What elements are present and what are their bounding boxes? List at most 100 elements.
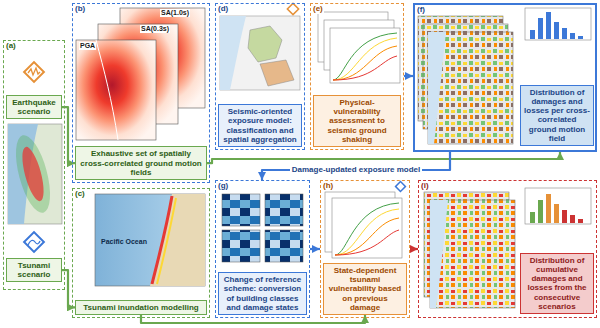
flow-arrow — [404, 75, 413, 77]
panel-frame: (a) Earthquake scenarioTsunami scenario — [3, 40, 65, 290]
panel-letter: (h) — [322, 182, 334, 191]
box-text: Earthquake scenario — [10, 98, 58, 116]
panel-letter: (d) — [217, 5, 229, 14]
box-text: Tsunami scenario — [10, 261, 58, 279]
panel-letter: (e) — [312, 5, 324, 14]
illustration-part — [24, 232, 44, 252]
illustration-part — [530, 30, 535, 39]
flow-arrow — [62, 107, 75, 163]
flow-arrow — [141, 315, 365, 323]
illustration-part — [330, 28, 400, 83]
panel-frame: (f) Distribution of damages and losses pe… — [413, 3, 597, 152]
panel-frame: (c) Tsunami inundation modelling — [72, 188, 210, 318]
process-box: Earthquake scenario — [6, 95, 62, 119]
illustration-part — [428, 32, 513, 144]
process-box: State-dependent tsunami vulnerability ba… — [323, 263, 407, 315]
illustration-part — [546, 194, 551, 223]
cumulative-damage-maps — [424, 192, 515, 308]
panel-letter: (i) — [420, 182, 430, 191]
illustration-part — [335, 209, 399, 255]
illustration-part — [430, 200, 515, 308]
illustration-part — [28, 68, 40, 75]
illustration-part — [525, 8, 591, 40]
illustration-part — [335, 230, 399, 255]
box-text: Physical-vulnerability assessment to sei… — [317, 98, 397, 144]
edge-label: Damage-updated exposure model — [290, 165, 422, 174]
process-box: Distribution of damages and losses per c… — [520, 85, 594, 146]
ground-motion-maps — [76, 8, 205, 140]
illustration-part — [150, 194, 205, 286]
panel-frame: (i) Distribution of cumulative damages an… — [418, 180, 597, 318]
illustration-part — [538, 200, 543, 223]
illustration-part — [265, 194, 303, 226]
illustration-part — [96, 40, 118, 140]
flow-arrow — [410, 248, 418, 250]
process-box: Tsunami scenario — [6, 258, 62, 282]
illustration-part — [396, 182, 406, 192]
tsunami-icon — [24, 232, 44, 252]
process-box: Seismic-oriented exposure model: classif… — [218, 104, 302, 147]
flow-arrow — [262, 152, 450, 180]
illustration-part — [554, 204, 559, 223]
illustration-part — [335, 203, 399, 255]
illustration-part — [260, 60, 294, 86]
illustration-part — [333, 33, 397, 80]
illustration-part — [332, 198, 402, 258]
illustration-part — [333, 56, 397, 80]
map-title: PGA — [79, 42, 96, 50]
illustration-part — [570, 33, 575, 39]
illustration-part — [530, 212, 535, 223]
illustration-part — [578, 36, 583, 39]
box-text: Distribution of cumulative damages and l… — [524, 256, 590, 311]
illustration-part — [570, 215, 575, 223]
illustration-part — [430, 200, 448, 308]
process-box: Change of reference scheme: conversion o… — [218, 272, 307, 315]
illustration-part — [95, 194, 205, 286]
box-text: Change of reference scheme: conversion o… — [222, 275, 303, 312]
illustration-part — [578, 219, 583, 223]
panel-frame: (g) Change of reference scheme: conversio… — [215, 180, 310, 318]
map-title: SA(0.3s) — [140, 25, 170, 33]
panel-frame: (d) Seismic-oriented exposure model: clas… — [215, 3, 305, 150]
inundation-map — [95, 194, 205, 286]
panel-letter: (a) — [5, 42, 17, 51]
illustration-part — [18, 145, 48, 203]
illustration-part — [546, 12, 551, 39]
process-box: Tsunami inundation modelling — [75, 300, 207, 315]
box-text: Seismic-oriented exposure model: classif… — [222, 107, 298, 144]
panel-letter: (f) — [416, 6, 426, 15]
illustration-part — [333, 38, 397, 80]
illustration-part — [265, 230, 303, 262]
process-box: Exhaustive set of spatially cross-correl… — [75, 146, 207, 180]
illustration-part — [152, 196, 172, 284]
illustration-part — [28, 240, 40, 245]
illustration-part — [333, 46, 397, 80]
illustration-part — [8, 124, 62, 224]
illustration-part — [428, 32, 446, 144]
illustration-part — [220, 16, 300, 90]
illustration-part — [248, 26, 282, 62]
panel-letter: (c) — [74, 190, 86, 199]
damage-maps — [418, 16, 513, 144]
illustration-part — [525, 188, 591, 224]
panel-letter: (g) — [217, 182, 229, 191]
illustration-part — [222, 194, 260, 226]
flow-arrow — [310, 248, 320, 250]
box-text: Exhaustive set of spatially cross-correl… — [79, 149, 203, 177]
map-label: Pacific Ocean — [100, 238, 148, 246]
illustration-part — [562, 28, 567, 39]
cumulative-loss-bar-chart — [525, 188, 591, 224]
box-text: Tsunami inundation modelling — [79, 303, 203, 312]
fragility-curves — [318, 12, 400, 83]
illustration-part — [335, 218, 399, 255]
map-title: SA(1.0s) — [160, 9, 190, 17]
box-text: State-dependent tsunami vulnerability ba… — [327, 266, 403, 312]
exposure-map — [220, 3, 300, 90]
panel-frame: (h) State-dependent tsunami vulnerability… — [320, 180, 410, 318]
illustration-part — [157, 198, 176, 284]
illustration-part — [562, 210, 567, 223]
earthquake-icon — [24, 62, 44, 82]
illustration-part — [76, 40, 156, 140]
flow-arrow — [207, 152, 560, 163]
illustration-part — [538, 18, 543, 39]
